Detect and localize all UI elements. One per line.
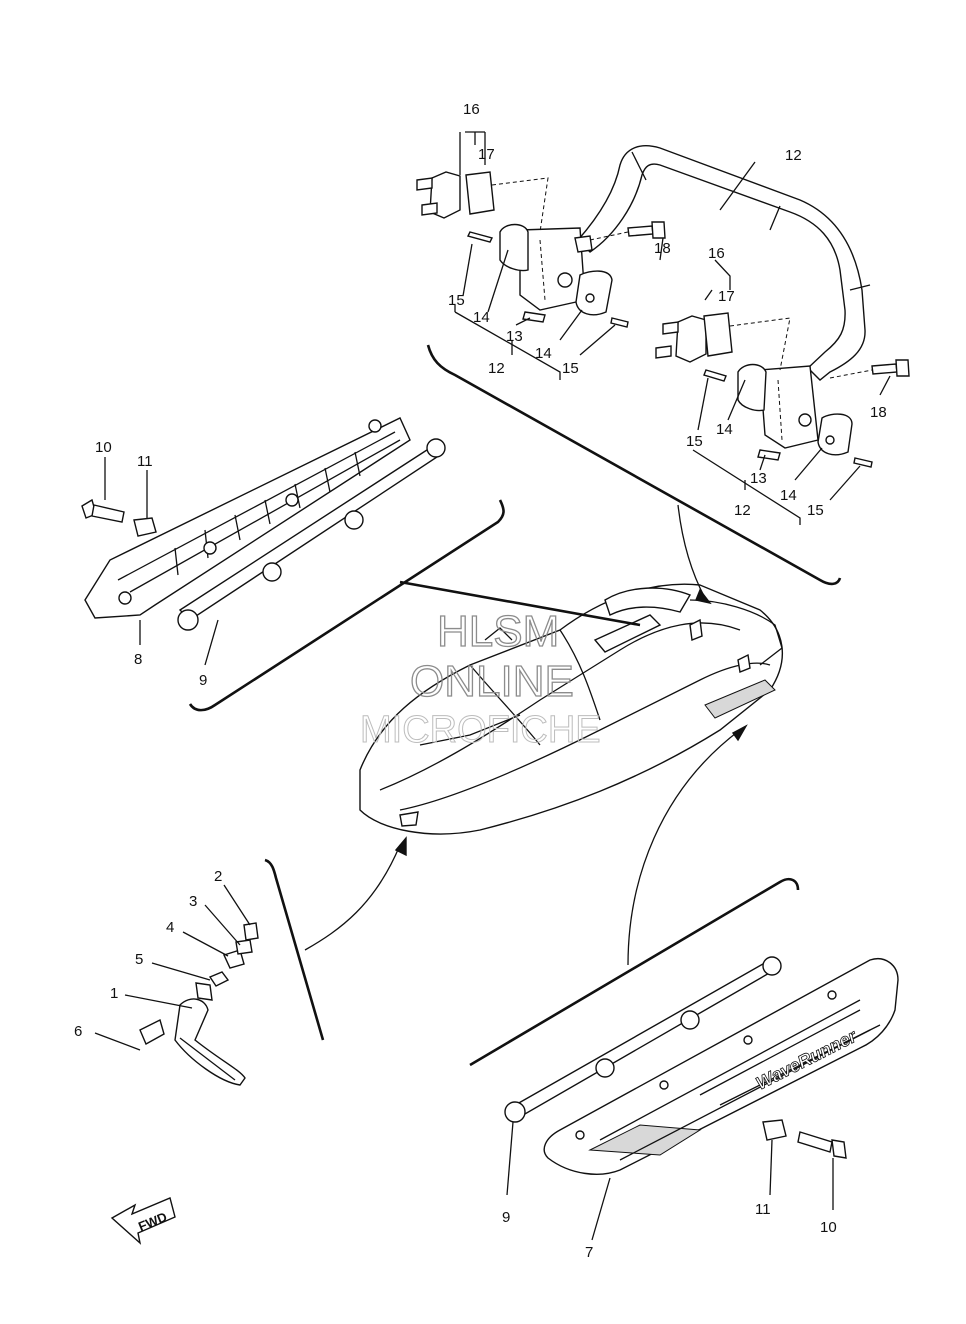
group-b-leaders	[104, 457, 219, 666]
callout-11: 11	[755, 1201, 771, 1218]
group-c-frame	[264, 858, 325, 1041]
grab-bar-assembly	[416, 145, 910, 468]
callout-17: 17	[478, 146, 495, 163]
callout-18: 18	[870, 404, 887, 421]
group-b-frame	[188, 499, 505, 712]
fwd-arrow-icon: FWD	[110, 1197, 176, 1245]
callout-13: 13	[750, 470, 767, 487]
callout-15: 15	[562, 360, 579, 377]
group-a-leaders	[454, 131, 891, 525]
arrow-left-step-line	[399, 580, 641, 627]
callout-12: 12	[734, 502, 751, 519]
callout-5: 5	[135, 951, 143, 968]
callout-4: 4	[166, 919, 174, 936]
watermark-line1: HLSM	[437, 607, 559, 656]
callout-1: 1	[110, 985, 118, 1002]
callout-14: 14	[716, 421, 733, 438]
callout-10: 10	[820, 1219, 837, 1236]
callout-9: 9	[199, 672, 207, 689]
callout-11: 11	[137, 453, 153, 470]
arrow-right-step	[627, 729, 741, 966]
callout-3: 3	[189, 893, 197, 910]
group-d-leaders	[506, 1121, 834, 1241]
watercraft-hull	[359, 583, 784, 835]
group-c-leaders	[94, 884, 251, 1051]
callout-10: 10	[95, 439, 112, 456]
callout-13: 13	[506, 328, 523, 345]
callout-7: 7	[585, 1244, 593, 1261]
group-a-frame	[426, 344, 842, 586]
arrow-grab-bar	[677, 504, 706, 599]
callout-12: 12	[785, 147, 802, 164]
callout-12: 12	[488, 360, 505, 377]
handle-assembly	[139, 922, 259, 1086]
group-d-frame	[469, 877, 800, 1067]
callout-9: 9	[502, 1209, 510, 1226]
callout-16: 16	[463, 101, 480, 118]
watermark-line2: ONLINE	[410, 657, 574, 706]
callout-14: 14	[535, 345, 552, 362]
callout-2: 2	[214, 868, 222, 885]
right-step-assembly: WaveRunner	[504, 956, 899, 1175]
arrow-handle	[304, 844, 401, 951]
callout-15: 15	[448, 292, 465, 309]
callout-14: 14	[473, 309, 490, 326]
watermark: HLSM ONLINE MICROFICHE	[360, 606, 602, 751]
callout-15: 15	[807, 502, 824, 519]
callout-17: 17	[718, 288, 735, 305]
callout-16: 16	[708, 245, 725, 262]
callout-6: 6	[74, 1023, 82, 1040]
callout-15: 15	[686, 433, 703, 450]
callout-labels: 16 17 12 18 15 14 13 12 14 15 16 17 18 1…	[74, 101, 887, 1261]
callout-14: 14	[780, 487, 797, 504]
callout-8: 8	[134, 651, 142, 668]
watermark-line3: MICROFICHE	[360, 709, 601, 751]
left-step-assembly	[81, 417, 446, 631]
callout-18: 18	[654, 240, 671, 257]
